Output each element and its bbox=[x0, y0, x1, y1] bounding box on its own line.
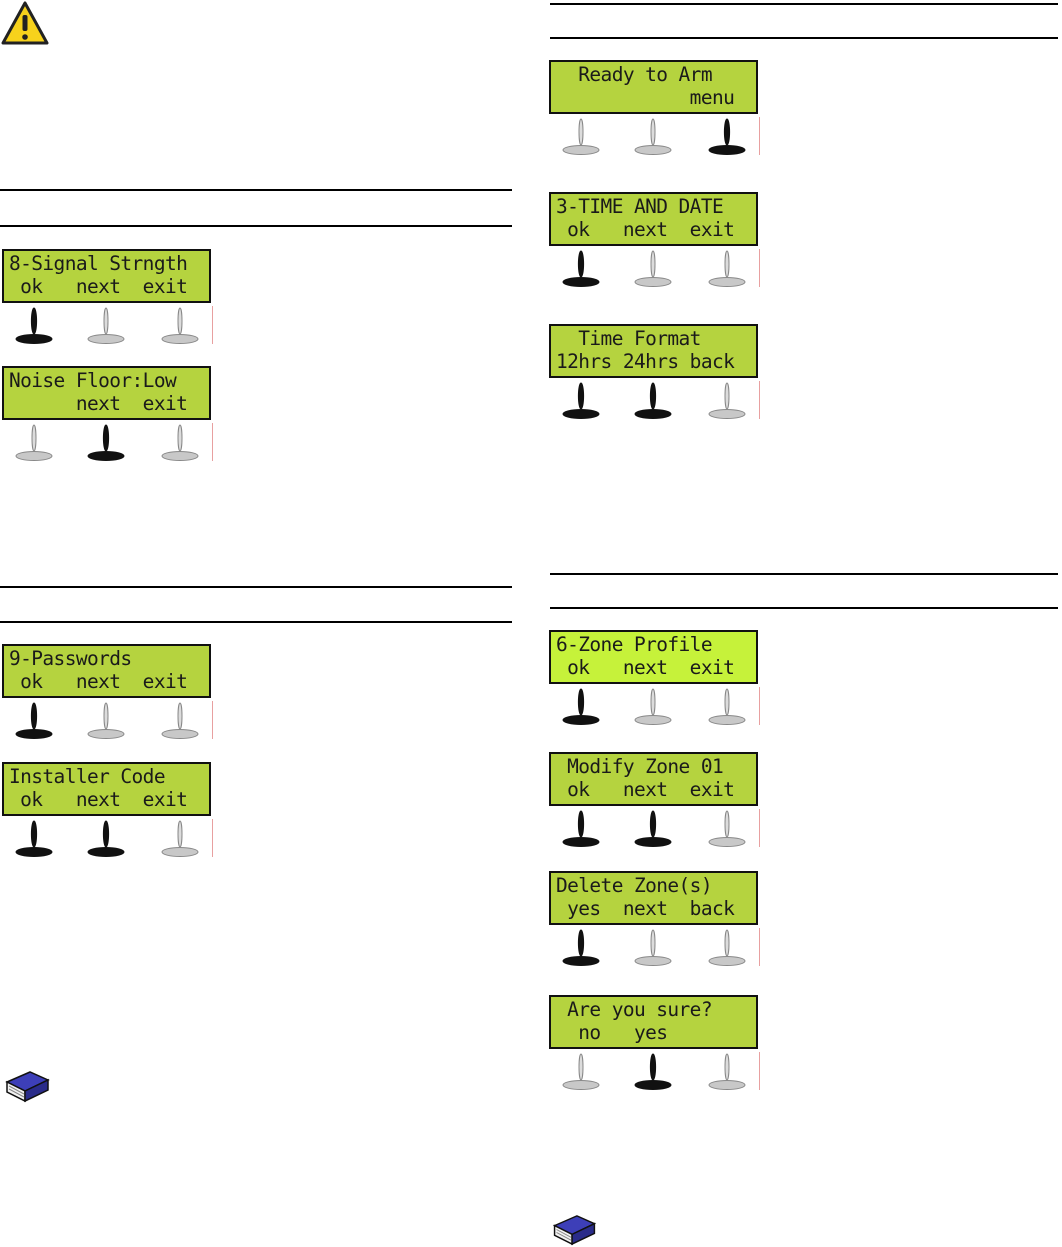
keypad-keys bbox=[549, 381, 761, 423]
lcd-line-1: Delete Zone(s) bbox=[556, 874, 713, 897]
lcd-line-2: 12hrs 24hrs back bbox=[556, 350, 735, 373]
lcd-display: Time Format 12hrs 24hrs back bbox=[549, 324, 758, 378]
lcd-display: Are you sure? no yes bbox=[549, 995, 758, 1049]
book-icon bbox=[5, 1071, 50, 1103]
key-idle-icon bbox=[708, 382, 746, 419]
lcd-line-2: ok next exit bbox=[556, 778, 735, 801]
panel-edge bbox=[212, 701, 213, 739]
key-idle-icon bbox=[161, 702, 199, 739]
key-pressed-icon bbox=[634, 810, 672, 847]
key-idle-icon bbox=[634, 688, 672, 725]
section-rule bbox=[550, 37, 1058, 39]
lcd-display: Delete Zone(s) yes next back bbox=[549, 871, 758, 925]
section-rule bbox=[0, 225, 512, 227]
keypad-keys bbox=[549, 809, 761, 851]
keypad-keys bbox=[549, 687, 761, 729]
key-idle-icon bbox=[708, 929, 746, 966]
section-rule bbox=[0, 621, 512, 623]
keypad-keys bbox=[549, 249, 761, 291]
lcd-line-2: menu bbox=[556, 86, 735, 109]
section-rule bbox=[0, 189, 512, 191]
key-idle-icon bbox=[708, 1053, 746, 1090]
section-rule bbox=[550, 573, 1058, 575]
key-idle-icon bbox=[708, 810, 746, 847]
key-idle-icon bbox=[562, 1053, 600, 1090]
lcd-line-1: Noise Floor:Low bbox=[9, 369, 177, 392]
key-idle-icon bbox=[634, 250, 672, 287]
key-pressed-icon bbox=[87, 820, 125, 857]
lcd-line-2: ok next exit bbox=[556, 218, 735, 241]
panel-edge bbox=[212, 819, 213, 857]
keypad-keys bbox=[549, 1052, 761, 1094]
section-rule bbox=[550, 607, 1058, 609]
key-idle-icon bbox=[15, 424, 53, 461]
key-idle-icon bbox=[161, 424, 199, 461]
lcd-display: Ready to Arm menu bbox=[549, 60, 758, 114]
keypad-keys bbox=[2, 701, 214, 743]
lcd-line-2: ok next exit bbox=[9, 275, 188, 298]
key-idle-icon bbox=[161, 307, 199, 344]
key-pressed-icon bbox=[562, 250, 600, 287]
panel-edge bbox=[759, 117, 760, 155]
lcd-display: 3-TIME AND DATE ok next exit bbox=[549, 192, 758, 246]
lcd-line-1: 3-TIME AND DATE bbox=[556, 195, 724, 218]
lcd-display: Installer Code ok next exit bbox=[2, 762, 211, 816]
key-pressed-icon bbox=[15, 702, 53, 739]
panel-edge bbox=[212, 423, 213, 461]
key-pressed-icon bbox=[562, 688, 600, 725]
book-icon bbox=[552, 1215, 597, 1246]
keypad-keys bbox=[2, 423, 214, 465]
keypad-keys bbox=[2, 306, 214, 348]
panel-edge bbox=[759, 928, 760, 966]
key-pressed-icon bbox=[562, 810, 600, 847]
lcd-display: Noise Floor:Low next exit bbox=[2, 366, 211, 420]
lcd-line-1: Time Format bbox=[556, 327, 701, 350]
lcd-line-2: ok next exit bbox=[9, 788, 188, 811]
panel-edge bbox=[759, 381, 760, 419]
keypad-keys bbox=[549, 928, 761, 970]
key-pressed-icon bbox=[15, 307, 53, 344]
key-pressed-icon bbox=[562, 929, 600, 966]
lcd-display: Modify Zone 01 ok next exit bbox=[549, 752, 758, 806]
key-idle-icon bbox=[161, 820, 199, 857]
lcd-display: 8-Signal Strngth ok next exit bbox=[2, 249, 211, 303]
lcd-display: 9-Passwords ok next exit bbox=[2, 644, 211, 698]
lcd-line-1: Ready to Arm bbox=[556, 63, 712, 86]
key-pressed-icon bbox=[562, 382, 600, 419]
section-rule bbox=[0, 586, 512, 588]
lcd-line-2: no yes bbox=[556, 1021, 668, 1044]
lcd-line-1: Installer Code bbox=[9, 765, 166, 788]
panel-edge bbox=[759, 687, 760, 725]
keypad-keys bbox=[549, 117, 761, 159]
lcd-line-2: ok next exit bbox=[556, 656, 735, 679]
key-idle-icon bbox=[562, 118, 600, 155]
lcd-line-2: ok next exit bbox=[9, 670, 188, 693]
panel-edge bbox=[759, 249, 760, 287]
panel-edge bbox=[212, 306, 213, 344]
lcd-line-1: 8-Signal Strngth bbox=[9, 252, 188, 275]
warning-icon bbox=[1, 1, 49, 45]
lcd-line-2: next exit bbox=[9, 392, 188, 415]
key-pressed-icon bbox=[87, 424, 125, 461]
key-idle-icon bbox=[634, 118, 672, 155]
section-rule bbox=[550, 3, 1058, 5]
panel-edge bbox=[759, 809, 760, 847]
key-idle-icon bbox=[87, 307, 125, 344]
key-pressed-icon bbox=[708, 118, 746, 155]
lcd-line-1: Modify Zone 01 bbox=[556, 755, 724, 778]
lcd-line-2: yes next back bbox=[556, 897, 735, 920]
lcd-line-1: Are you sure? bbox=[556, 998, 712, 1021]
key-idle-icon bbox=[708, 688, 746, 725]
panel-edge bbox=[759, 1052, 760, 1090]
keypad-keys bbox=[2, 819, 214, 861]
key-idle-icon bbox=[634, 929, 672, 966]
key-idle-icon bbox=[87, 702, 125, 739]
key-idle-icon bbox=[708, 250, 746, 287]
key-pressed-icon bbox=[634, 382, 672, 419]
lcd-line-1: 6-Zone Profile bbox=[556, 633, 713, 656]
lcd-line-1: 9-Passwords bbox=[9, 647, 132, 670]
key-pressed-icon bbox=[634, 1053, 672, 1090]
lcd-display: 6-Zone Profile ok next exit bbox=[549, 630, 758, 684]
key-pressed-icon bbox=[15, 820, 53, 857]
